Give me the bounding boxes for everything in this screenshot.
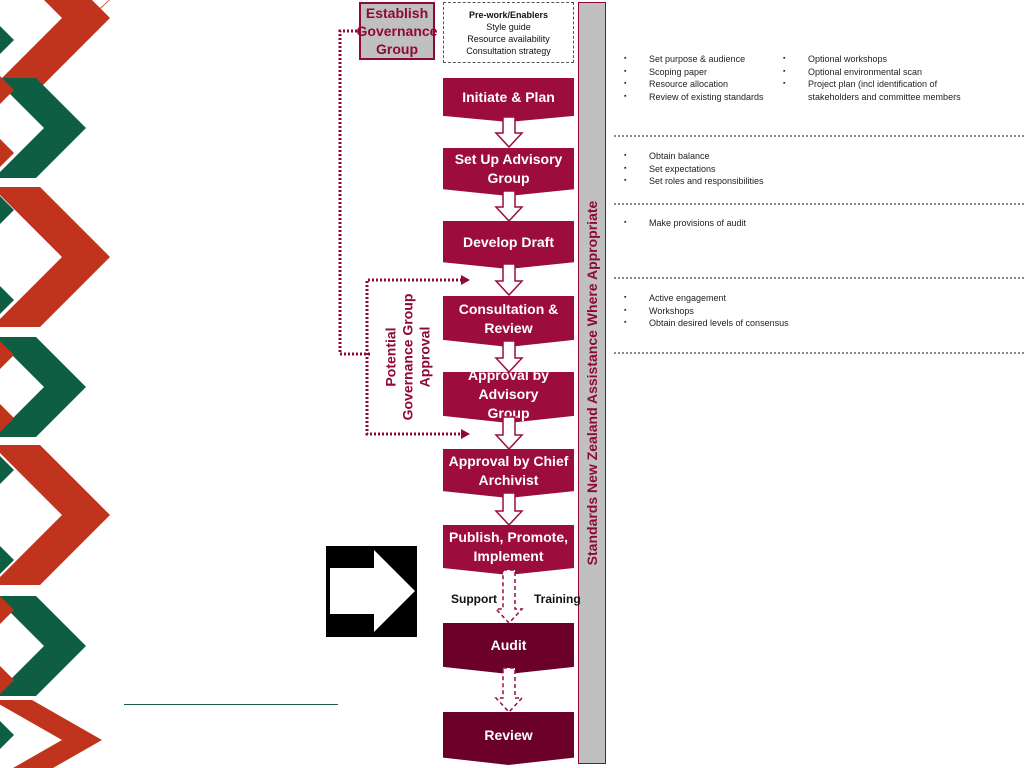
chevron-shape [0,596,86,696]
down-arrow [494,263,524,297]
sidebar-label: Standards New Zealand Assistance Where A… [584,200,600,566]
draft-notes: Make provisions of audit [616,217,816,230]
step-consultation-review: Consultation & Review [443,296,574,347]
list-item: Optional environmental scan [775,66,965,79]
edge-triangle [0,26,14,54]
prework-enablers-box: Pre-work/Enablers Style guide Resource a… [443,2,574,63]
governance-connector [338,29,372,356]
chevron-shape [0,445,110,585]
dashed-down-arrow [494,569,524,625]
list-item: Workshops [616,305,836,318]
list-item: Make provisions of audit [616,217,816,230]
list-item: Scoping paper [616,66,776,79]
prework-title: Pre-work/Enablers [468,10,549,20]
footer-rule [124,704,338,705]
separator [614,203,1024,205]
edge-triangle [0,721,14,749]
prework-item: Resource availability [467,34,550,44]
step-develop-draft: Develop Draft [443,221,574,269]
chevron-shape [0,187,110,327]
step-approval-chief-archivist: Approval by Chief Archivist [443,449,574,498]
list-item: Project plan (incl identification of sta… [775,78,965,103]
decorative-pattern [0,0,110,768]
support-label: Support [451,592,497,606]
list-item: Set roles and responsibilities [616,175,816,188]
list-item: Obtain desired levels of consensus [616,317,836,330]
approval-bracket [365,278,462,436]
step-approval-advisory-group: Approval by Advisory Group [443,372,574,423]
edge-triangle [0,196,14,224]
edge-triangle [0,546,14,574]
edge-triangle [0,286,14,314]
down-arrow [494,116,524,149]
list-item: Optional workshops [775,53,965,66]
training-label: Training [534,592,581,606]
down-arrow [494,416,524,451]
step-publish-promote-implement: Publish, Promote, Implement [443,525,574,575]
list-item: Set expectations [616,163,816,176]
dashed-down-arrow [494,667,524,714]
chevron-shape [0,78,86,178]
initiate-notes-col1: Set purpose & audience Scoping paper Res… [616,53,776,104]
list-item: Active engagement [616,292,836,305]
list-item: Set purpose & audience [616,53,776,66]
edge-triangle [0,76,14,104]
governance-group-box: Establish Governance Group [357,2,437,60]
edge-triangle [0,666,14,694]
down-arrow [494,492,524,527]
down-arrow [494,190,524,223]
consultation-notes: Active engagement Workshops Obtain desir… [616,292,836,330]
edge-triangle [0,404,14,432]
edge-triangle [0,341,14,369]
list-item: Obtain balance [616,150,816,163]
advisory-notes: Obtain balance Set expectations Set role… [616,150,816,188]
initiate-notes-col2: Optional workshops Optional environmenta… [775,53,965,104]
standards-nz-sidebar: Standards New Zealand Assistance Where A… [578,2,606,764]
separator [614,277,1024,279]
step-initiate-plan: Initiate & Plan [443,78,574,122]
chevron-shape [0,700,102,768]
list-item: Resource allocation [616,78,776,91]
prework-item: Consultation strategy [466,46,551,56]
step-review: Review [443,712,574,765]
list-item: Review of existing standards [616,91,776,104]
separator [614,135,1024,137]
edge-triangle [0,456,14,484]
step-setup-advisory-group: Set Up Advisory Group [443,148,574,196]
edge-triangle [0,596,14,624]
governance-approval-label: Potential Governance Group Approval [382,293,433,421]
separator [614,352,1024,354]
chevron-shape [0,0,110,88]
edge-triangle [0,139,14,167]
block-arrow-icon [326,546,417,637]
step-audit: Audit [443,623,574,674]
chevron-shape [0,337,86,437]
prework-item: Style guide [486,22,531,32]
down-arrow [494,340,524,374]
